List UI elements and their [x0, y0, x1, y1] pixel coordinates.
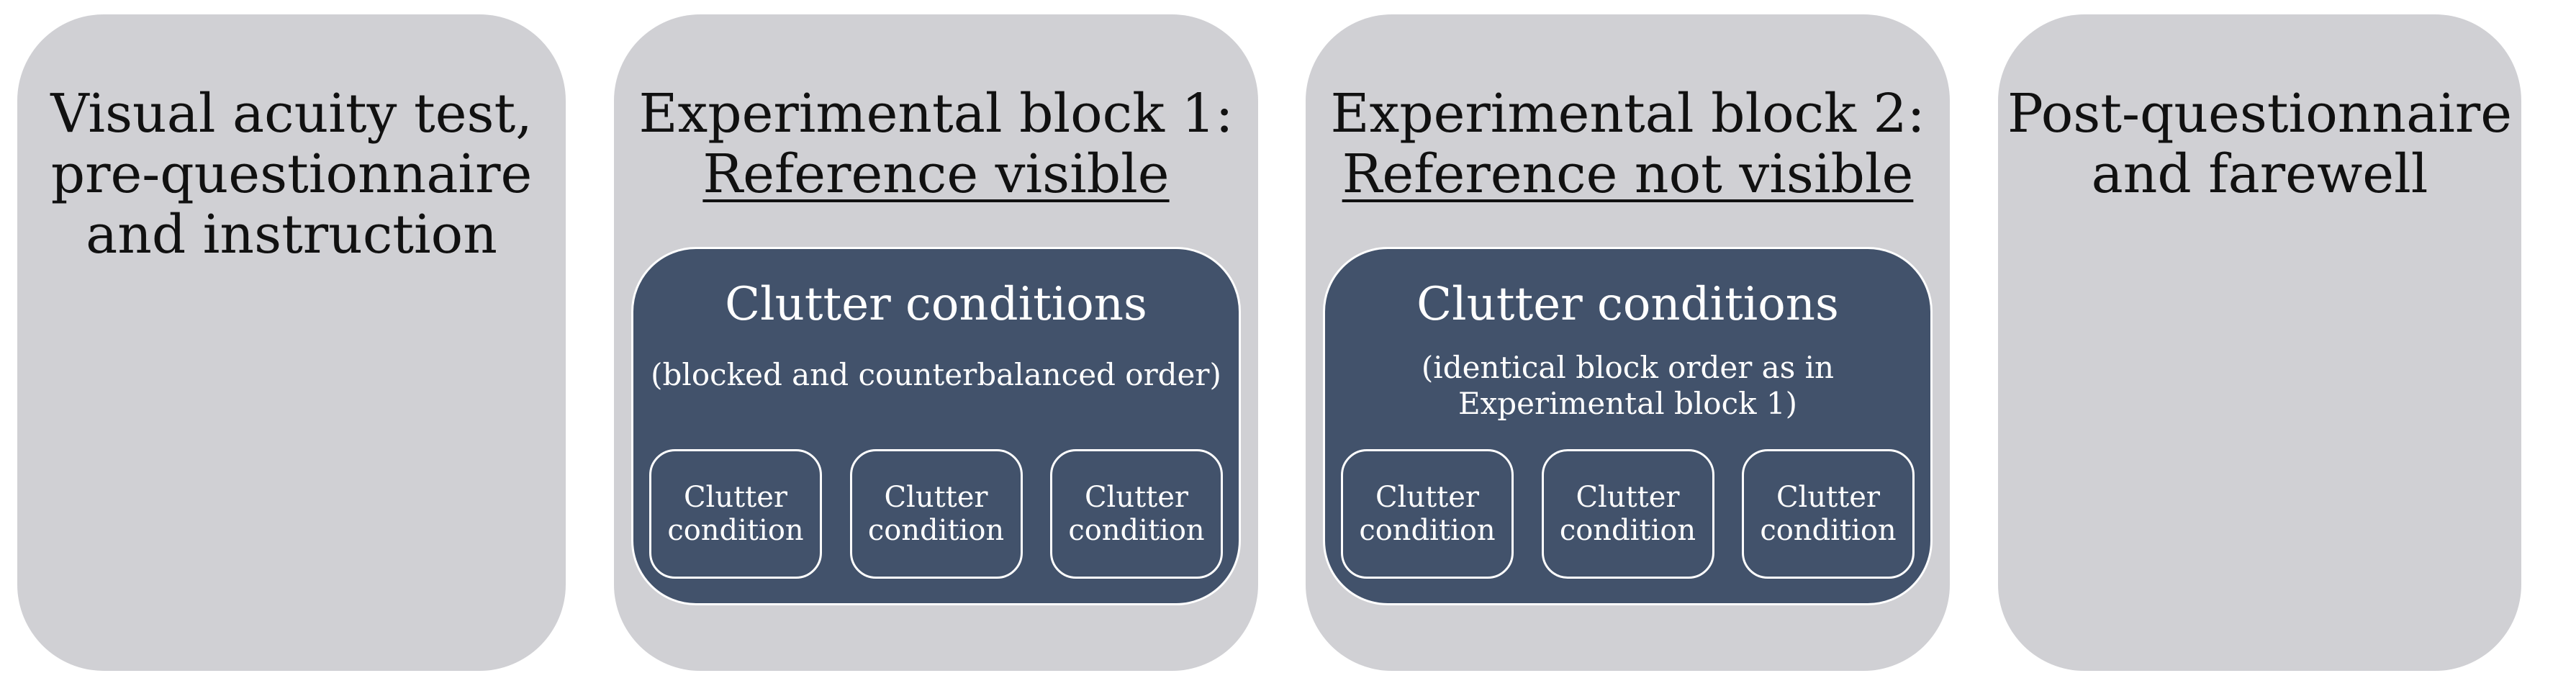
clutter-conditions-panel: Clutter conditions (blocked and counterb…	[631, 247, 1241, 605]
condition-label-line: Clutter	[1776, 481, 1881, 514]
condition-list: Clutter condition Clutter condition Clut…	[1341, 449, 1915, 579]
condition-list: Clutter condition Clutter condition Clut…	[649, 449, 1223, 579]
clutter-condition-box: Clutter condition	[1742, 449, 1915, 579]
clutter-conditions-panel: Clutter conditions (identical block orde…	[1323, 247, 1933, 605]
phase-experimental-block-2: Experimental block 2: Reference not visi…	[1306, 14, 1950, 671]
condition-label-line: Clutter	[683, 481, 788, 514]
phase-title-line: and farewell	[2091, 143, 2428, 205]
condition-label-line: condition	[667, 514, 804, 547]
condition-label-line: Clutter	[1375, 481, 1480, 514]
condition-label-line: Clutter	[884, 481, 988, 514]
condition-label-line: condition	[1559, 514, 1696, 547]
condition-label-line: condition	[1359, 514, 1496, 547]
phase-post-experiment: Post-questionnaire and farewell	[1998, 14, 2521, 671]
condition-label-line: Clutter	[1576, 481, 1680, 514]
phase-title: Experimental block 2: Reference not visi…	[1306, 83, 1950, 204]
clutter-condition-box: Clutter condition	[1541, 449, 1714, 579]
phase-title-line: Experimental block 2:	[1330, 83, 1925, 145]
phase-experimental-block-1: Experimental block 1: Reference visible …	[614, 14, 1258, 671]
phase-pre-experiment: Visual acuity test, pre-questionnaire an…	[17, 14, 566, 671]
panel-subtitle: (identical block order as in Experimenta…	[1325, 350, 1930, 422]
phase-title-line: Post-questionnaire	[2007, 83, 2513, 145]
phase-title-line: pre-questionnaire	[50, 143, 533, 205]
clutter-condition-box: Clutter condition	[849, 449, 1023, 579]
panel-subtitle-line: (blocked and counterbalanced order)	[651, 357, 1221, 392]
clutter-condition-box: Clutter condition	[649, 449, 822, 579]
phase-title-condition: Reference visible	[702, 143, 1170, 205]
phase-title: Visual acuity test, pre-questionnaire an…	[17, 83, 566, 265]
clutter-condition-box: Clutter condition	[1050, 449, 1223, 579]
condition-label-line: Clutter	[1084, 481, 1189, 514]
clutter-condition-box: Clutter condition	[1341, 449, 1514, 579]
panel-subtitle-line: (identical block order as in	[1421, 350, 1835, 385]
panel-subtitle: (blocked and counterbalanced order)	[633, 357, 1239, 393]
phase-title-line: Experimental block 1:	[638, 83, 1234, 145]
panel-title: Clutter conditions	[725, 278, 1147, 331]
condition-label-line: condition	[1760, 514, 1897, 547]
phase-title-line: Visual acuity test,	[50, 83, 533, 145]
panel-subtitle-line: Experimental block 1)	[1458, 386, 1798, 421]
condition-label-line: condition	[1068, 514, 1205, 547]
phase-title: Post-questionnaire and farewell	[1998, 83, 2521, 204]
phase-title-condition: Reference not visible	[1342, 143, 1914, 205]
condition-label-line: condition	[867, 514, 1005, 547]
phase-title: Experimental block 1: Reference visible	[614, 83, 1258, 204]
panel-title: Clutter conditions	[1416, 278, 1839, 331]
phase-title-line: and instruction	[86, 204, 497, 266]
